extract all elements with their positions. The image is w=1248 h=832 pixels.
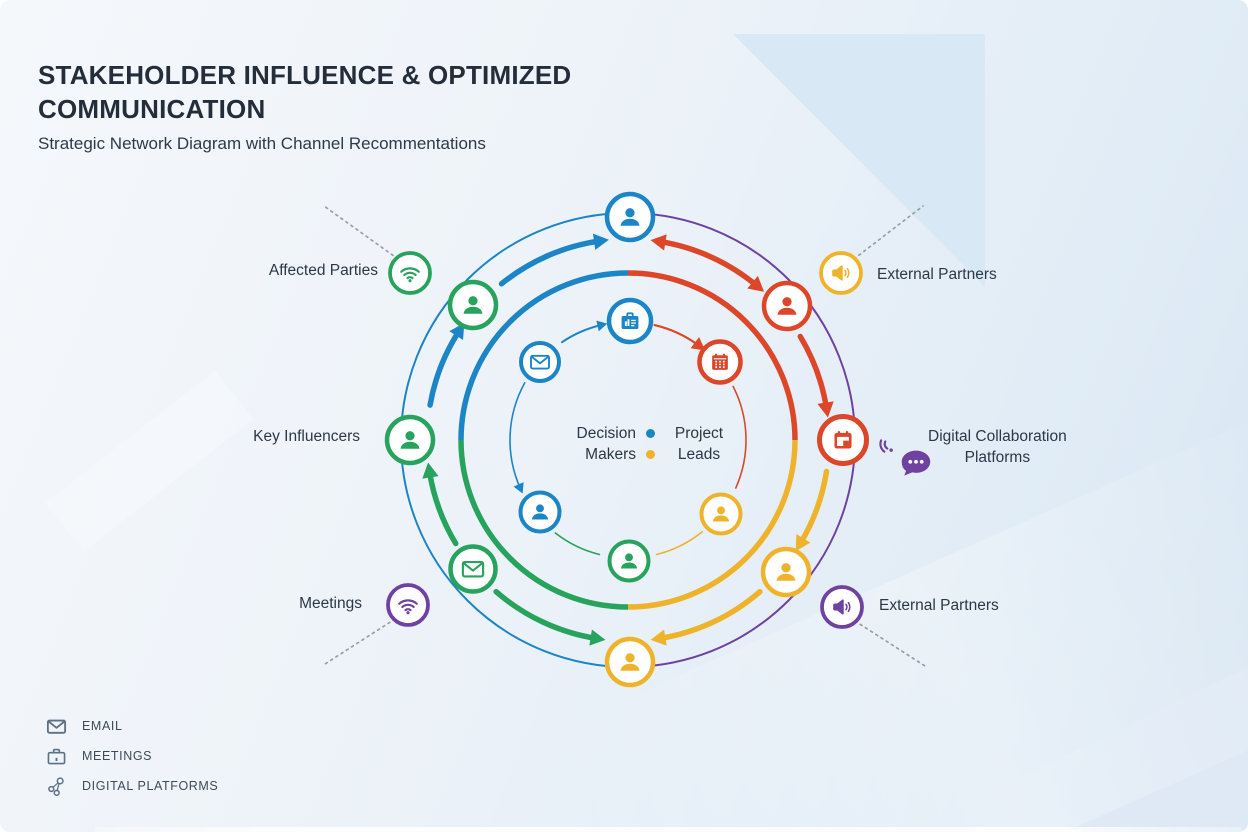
legend-label-email: EMAIL	[82, 719, 123, 733]
node-affected-party-nw	[447, 279, 499, 331]
label-digital-collaboration-line1: Digital Collaboration	[928, 428, 1067, 445]
calendar-flip-icon	[834, 431, 852, 449]
satellite-wifi-meetings	[386, 583, 430, 627]
node-schedule-east	[817, 414, 869, 466]
node-stakeholder-ne	[761, 280, 813, 332]
legend-label-meetings: MEETINGS	[82, 749, 153, 763]
sound-waves-icon	[878, 436, 895, 456]
label-key-influencers: Key Influencers	[253, 428, 360, 445]
label-digital-collaboration-line2: Platforms	[964, 449, 1031, 466]
node-calendar-inner	[697, 339, 743, 385]
node-person-inner-se	[699, 492, 743, 536]
flow-arrow-arc	[426, 468, 459, 547]
node-meeting-board-inner	[606, 297, 654, 345]
node-project-lead-bottom	[604, 636, 656, 688]
calendar-grid-icon	[711, 352, 729, 371]
legend-row-meetings: MEETINGS	[45, 741, 218, 771]
meetings-icon	[45, 745, 68, 768]
digital-platforms-icon	[45, 775, 68, 798]
label-affected-parties: Affected Parties	[268, 262, 378, 279]
email-icon	[45, 715, 68, 738]
inner-flow-arc	[655, 530, 704, 556]
legend-row-digital-platforms: DIGITAL PLATFORMS	[45, 771, 218, 801]
influence-ring-arc	[458, 270, 629, 441]
legend-label-digital-platforms: DIGITAL PLATFORMS	[82, 779, 219, 793]
node-person-inner-sw	[518, 490, 562, 534]
inner-arrowhead	[690, 337, 706, 351]
flow-arrowhead	[422, 462, 439, 479]
flow-arrowhead	[650, 629, 667, 646]
inner-flow-arc	[509, 381, 526, 489]
inner-arrowhead	[513, 482, 524, 494]
page-subtitle: Strategic Network Diagram with Channel R…	[38, 134, 486, 153]
flow-arrowhead	[592, 233, 609, 250]
satellite-megaphone-bottom	[820, 585, 864, 629]
bottom-highlight-strip	[95, 827, 1242, 832]
flow-arrow-arc	[797, 468, 830, 547]
chat-bubble-icon	[901, 450, 931, 476]
center-legend: Decision Project Makers Leads	[548, 423, 734, 465]
label-external-partners-top: External Partners	[877, 266, 997, 283]
flow-arrow-arc	[498, 238, 603, 287]
flow-arrow-arc	[797, 333, 830, 412]
dotted-connector	[854, 620, 926, 667]
flow-arrowhead	[747, 275, 765, 292]
project-leads-dot	[645, 450, 655, 459]
digital-collaboration-icon-group	[878, 436, 931, 476]
legend-text-leads: Leads	[677, 446, 721, 463]
flow-arrowhead	[795, 534, 811, 552]
flow-arrow-arc	[656, 238, 760, 289]
channel-legend: EMAIL MEETINGS DIGITAL PLATFORMS	[45, 711, 218, 801]
flow-arrow-arc	[656, 588, 763, 642]
legend-text-project: Project	[674, 425, 724, 442]
flow-arrowhead	[650, 234, 667, 251]
node-decision-maker-top	[604, 191, 656, 243]
inner-flow-arc	[554, 532, 601, 556]
inner-flow-arc	[732, 385, 747, 489]
inner-arrowhead	[596, 320, 608, 332]
node-key-influencer-west	[384, 414, 436, 466]
inner-flow-arc	[653, 323, 701, 347]
node-email-inner	[519, 341, 561, 383]
dotted-connector	[853, 205, 924, 260]
label-external-partners-bottom: External Partners	[879, 597, 999, 614]
page-title: STAKEHOLDER INFLUENCE & OPTIMIZED COMMUN…	[38, 60, 572, 124]
flow-arrowhead	[589, 629, 606, 646]
decision-makers-dot	[645, 429, 655, 438]
node-person-inner-s	[607, 539, 651, 583]
satellite-megaphone-top	[819, 251, 863, 295]
legend-text-makers: Makers	[585, 446, 636, 463]
label-meetings: Meetings	[299, 595, 362, 612]
influence-ring-arc	[627, 439, 798, 610]
dotted-connector	[323, 205, 399, 260]
legend-row-email: EMAIL	[45, 711, 218, 741]
flow-arrow-arc	[493, 588, 600, 642]
inner-flow-arc	[561, 324, 603, 344]
flow-arrowhead	[817, 401, 834, 418]
flow-arrowhead	[449, 322, 465, 341]
influence-ring-arc	[458, 439, 629, 610]
node-email-sw	[448, 544, 498, 594]
node-project-lead-se	[760, 546, 812, 598]
flow-arrow-arc	[427, 327, 463, 408]
influence-ring-arc	[627, 270, 798, 441]
label-digital-collaboration: Digital Collaboration Platforms	[928, 426, 1067, 468]
legend-text-decision: Decision	[576, 425, 636, 442]
dotted-connector	[324, 618, 396, 665]
satellite-wifi-affected	[388, 251, 432, 295]
